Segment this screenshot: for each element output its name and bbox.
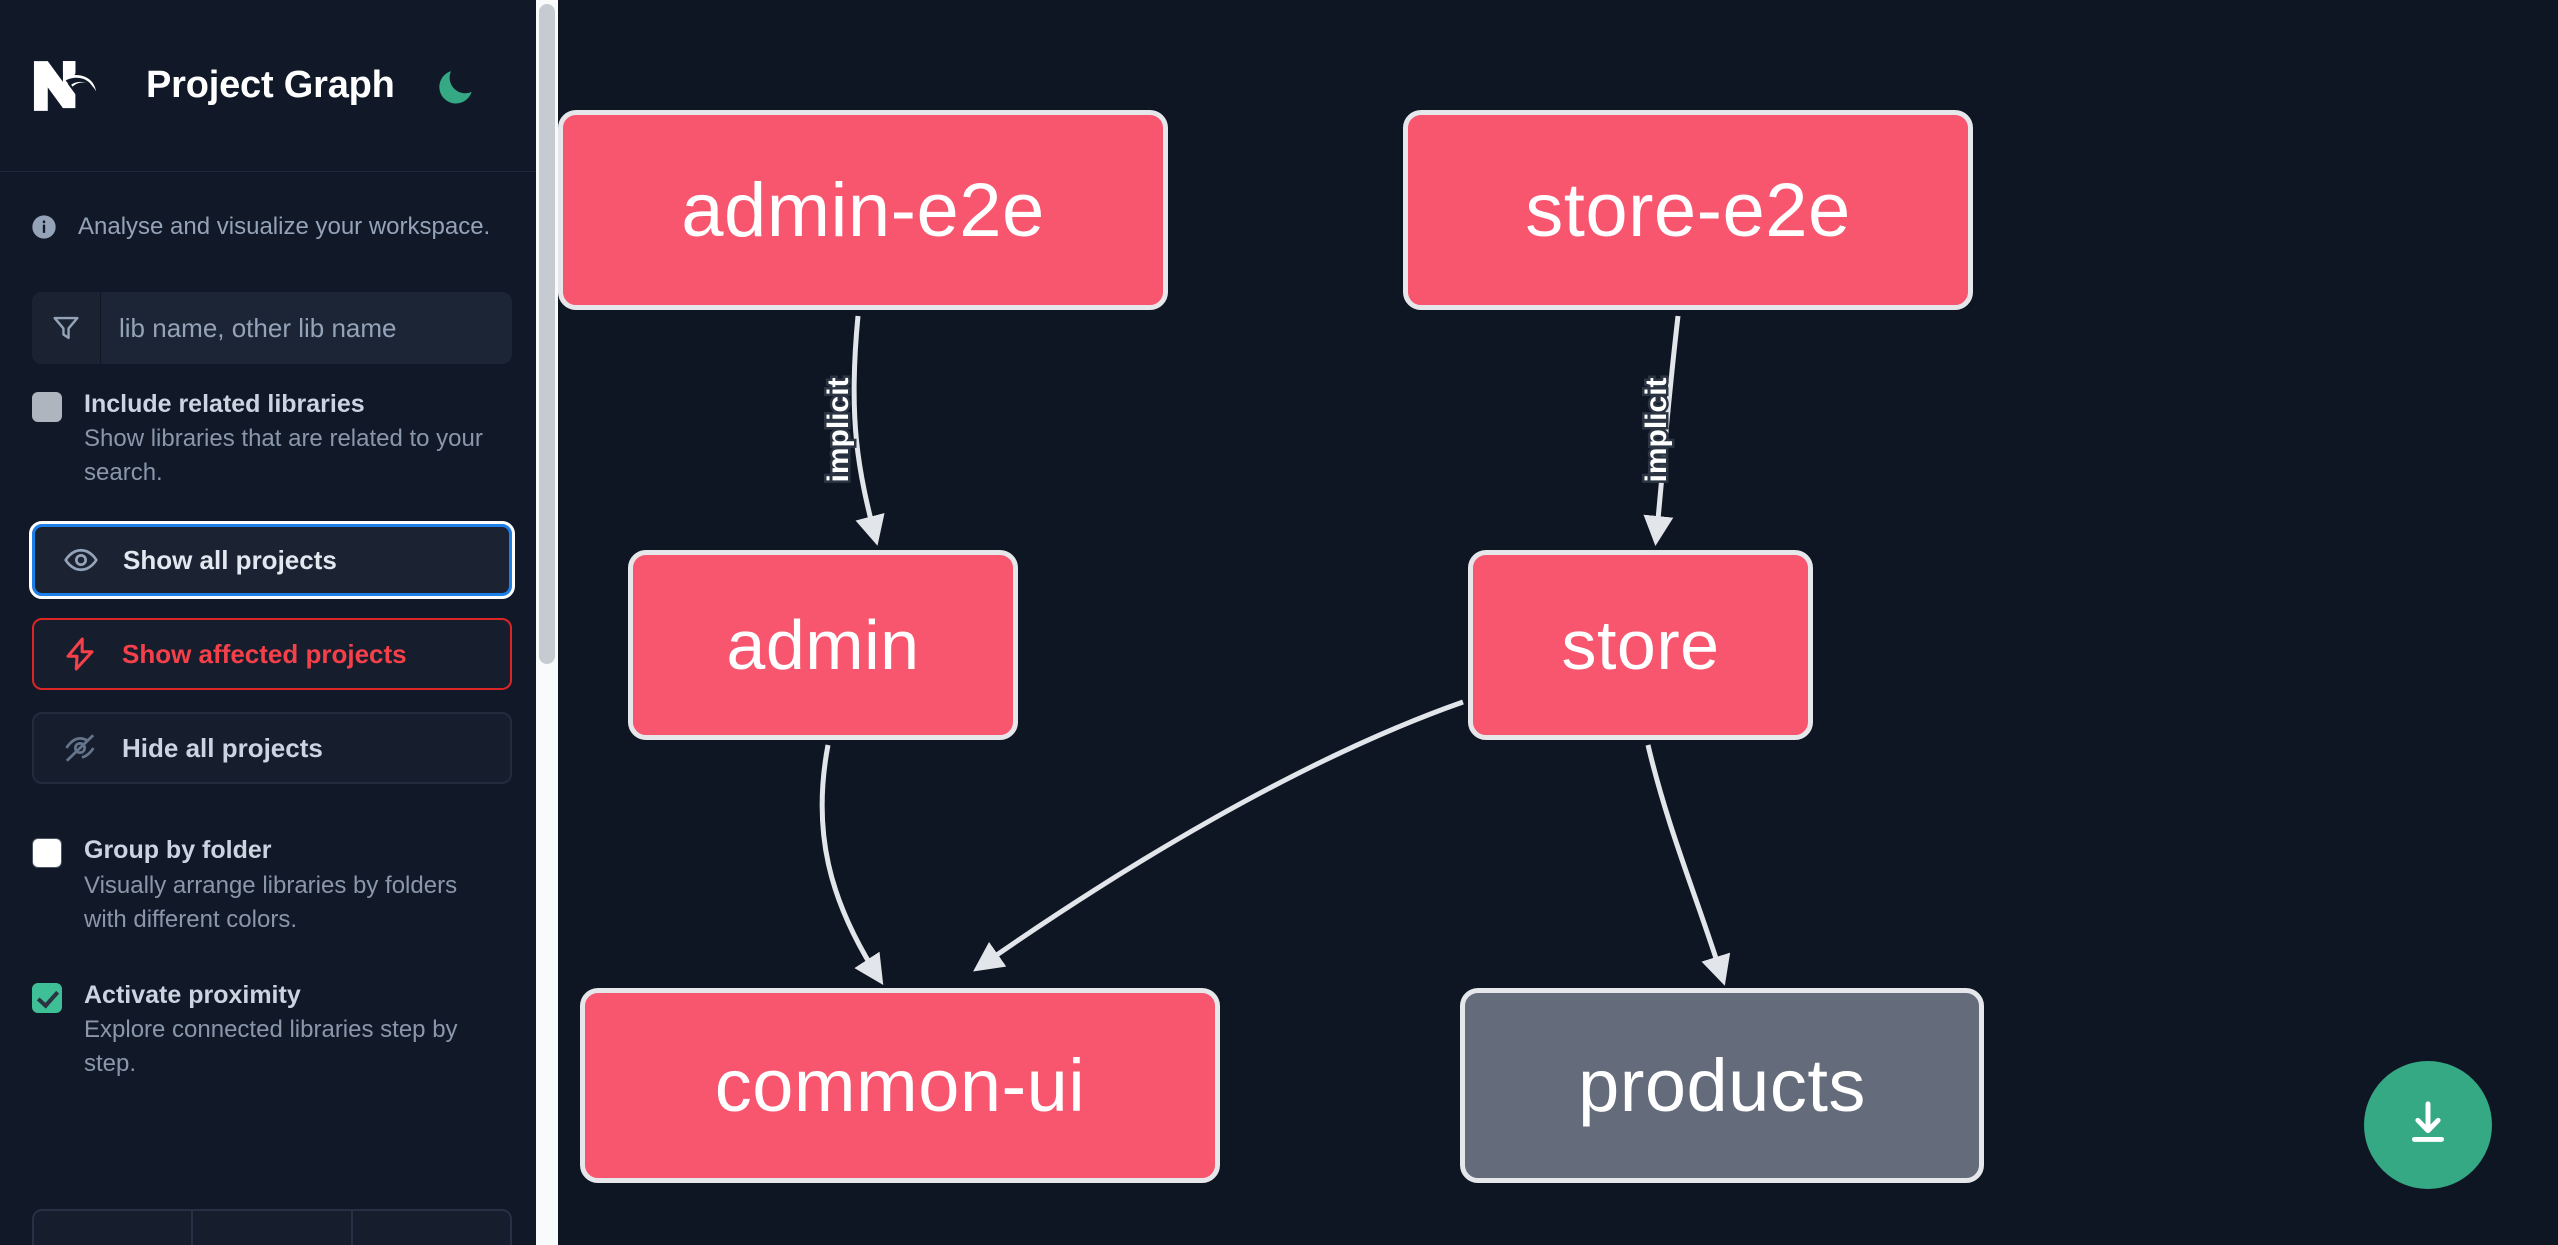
graph-node-common-ui[interactable]: common-ui [580,988,1220,1183]
edge-admin-to-common-ui [819,744,884,986]
project-visibility-button-group: Show all projects Show affected projects [29,521,515,785]
tagline-text: Analyse and visualize your workspace. [78,213,491,240]
graph-node-admin[interactable]: admin [628,550,1018,740]
download-icon [2401,1096,2455,1155]
include-related-libraries-description: Show libraries that are related to your … [84,425,483,487]
sidebar-scrollbar-thumb[interactable] [539,4,555,664]
edge-admin-e2e-to-admin [851,315,885,546]
download-graph-button[interactable] [2364,1061,2492,1189]
sidebar: Project Graph Analyse and visualize your… [0,0,558,1245]
project-graph-canvas[interactable]: implicit implicit admin-e2e store-e2e ad… [558,0,2558,1245]
show-affected-projects-label: Show affected projects [122,638,407,669]
graph-node-store-e2e[interactable]: store-e2e [1403,110,1973,310]
graph-node-label: admin-e2e [681,167,1045,253]
sidebar-scroll-pane: Project Graph Analyse and visualize your… [0,0,544,1245]
proximity-step-decrease[interactable] [34,1211,194,1245]
group-by-folder-checkbox[interactable] [32,838,62,869]
activate-proximity-label: Activate proximity [84,980,301,1009]
graph-node-store[interactable]: store [1468,550,1813,740]
edge-store-to-products [1645,744,1731,986]
hide-all-projects-button[interactable]: Hide all projects [32,712,512,785]
nx-logo-icon [32,57,116,115]
sidebar-header: Project Graph [0,0,544,172]
eye-icon [63,542,99,578]
eye-off-icon [62,730,98,766]
info-icon [30,213,58,241]
moon-icon[interactable] [433,63,479,109]
graph-node-label: store-e2e [1525,167,1851,253]
graph-node-products[interactable]: products [1460,988,1984,1183]
sidebar-scrollbar[interactable] [536,0,558,1245]
graph-node-label: common-ui [714,1044,1086,1127]
edge-label-implicit-store: implicit [1640,377,1673,482]
sidebar-tagline: Analyse and visualize your workspace. [0,172,544,282]
search-row [32,292,512,364]
edge-label-implicit-admin: implicit [822,377,855,482]
show-all-projects-button[interactable]: Show all projects [29,521,515,600]
activate-proximity-description: Explore connected libraries step by step… [84,1016,458,1078]
group-by-folder-label: Group by folder [84,836,272,865]
option-activate-proximity[interactable]: Activate proximity Explore connected lib… [0,955,544,1081]
proximity-step-increase[interactable] [353,1211,510,1245]
proximity-step-value[interactable] [193,1211,353,1245]
edge-store-e2e-to-store [1643,315,1681,546]
proximity-step-control-group[interactable] [32,1209,512,1245]
activate-proximity-checkbox[interactable] [32,982,62,1013]
graph-node-label: admin [726,606,920,684]
graph-edges: implicit implicit [819,315,1731,986]
graph-node-admin-e2e[interactable]: admin-e2e [558,110,1168,310]
include-related-libraries-checkbox[interactable] [32,392,62,422]
graph-node-label: products [1578,1044,1866,1127]
show-affected-projects-button[interactable]: Show affected projects [32,618,512,691]
search-input[interactable] [101,292,512,364]
option-include-related-libraries[interactable]: Include related libraries Show libraries… [0,364,544,490]
option-group-by-folder[interactable]: Group by folder Visually arrange librari… [0,810,544,936]
app-title: Project Graph [146,64,395,106]
lightning-bolt-icon [62,636,98,672]
show-all-projects-label: Show all projects [123,544,337,575]
hide-all-projects-label: Hide all projects [122,732,323,763]
graph-node-label: store [1561,606,1720,684]
group-by-folder-description: Visually arrange libraries by folders wi… [84,871,458,933]
edge-store-to-common-ui [973,699,1464,972]
include-related-libraries-label: Include related libraries [84,390,365,418]
filter-icon[interactable] [32,292,101,364]
